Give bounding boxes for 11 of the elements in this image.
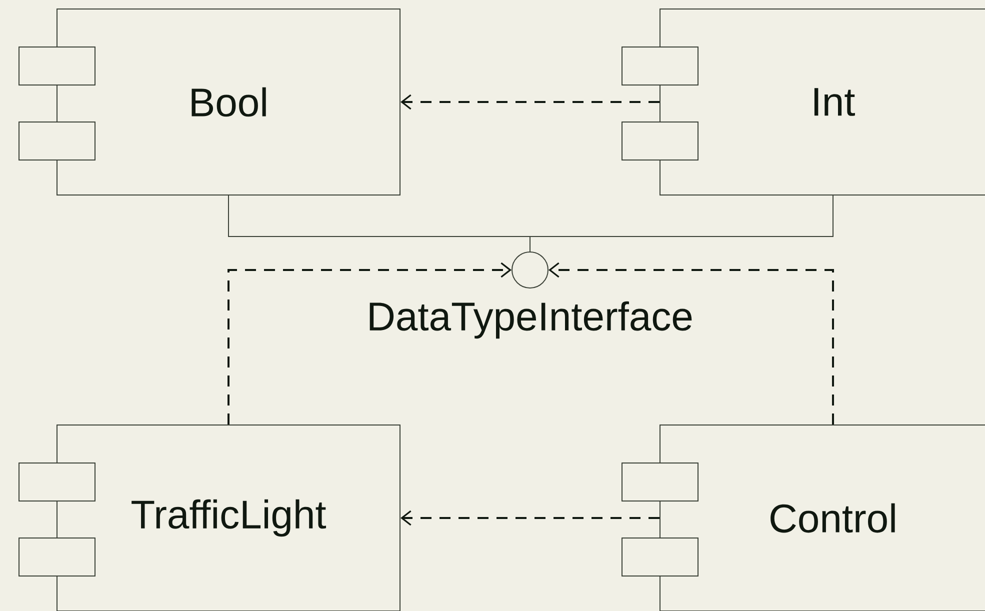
component-box: TrafficLight <box>18 424 400 611</box>
component-box: Bool <box>18 8 400 196</box>
dependency-arrow <box>228 262 512 424</box>
interface-circle <box>512 252 548 288</box>
interface-label: DataTypeInterface <box>370 301 692 339</box>
dependency-arrow <box>400 94 660 110</box>
component-box: Control <box>622 424 985 611</box>
dependency-arrow <box>400 510 660 526</box>
component-box: Int <box>622 8 985 196</box>
dependency-arrow <box>548 262 834 424</box>
connector-line <box>530 195 834 252</box>
